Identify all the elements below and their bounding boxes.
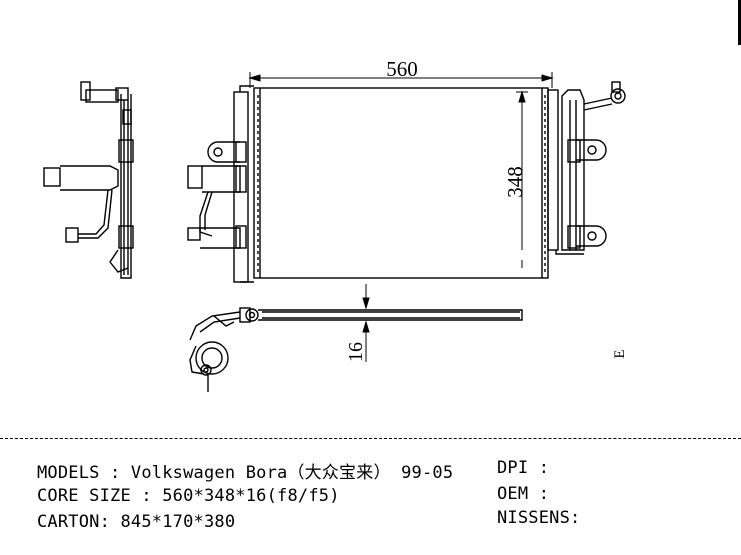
nissens-row: NISSENS:	[497, 508, 591, 528]
width-dimension-label: 560	[386, 57, 418, 81]
carton-row: CARTON: 845*170*380	[37, 512, 235, 532]
main-front-view	[187, 85, 559, 283]
nissens-label: NISSENS:	[497, 508, 581, 528]
core-size-label: CORE SIZE	[37, 486, 131, 506]
models-row: MODELS : Volkswagen Bora（大众宝来） 99-05	[37, 463, 454, 483]
edge-glyph-mark: E	[612, 349, 628, 358]
dpi-label: DPI	[497, 458, 529, 478]
carton-label: CARTON:	[37, 512, 111, 532]
oem-label: OEM	[497, 484, 529, 504]
core-size-row: CORE SIZE : 560*348*16(f8/f5)	[37, 486, 340, 506]
section-divider	[0, 438, 741, 439]
height-dimension-label: 348	[503, 166, 527, 198]
left-side-view	[43, 81, 134, 279]
core-size-value: 560*348*16(f8/f5)	[162, 486, 340, 506]
right-side-view	[555, 81, 626, 255]
oem-row: OEM :	[497, 484, 560, 504]
width-dimension	[248, 72, 554, 88]
bottom-top-view	[189, 307, 523, 392]
models-value: Volkswagen Bora（大众宝来） 99-05	[130, 463, 454, 483]
carton-value: 845*170*380	[120, 512, 236, 532]
page-edge-bar	[738, 0, 741, 45]
thickness-dimension	[362, 284, 370, 362]
height-dimension	[516, 90, 528, 268]
condenser-technical-drawing: 560 348 16 E	[43, 57, 628, 392]
dpi-row: DPI :	[497, 458, 560, 478]
models-label: MODELS	[37, 463, 100, 483]
thickness-dimension-label: 16	[345, 342, 367, 362]
